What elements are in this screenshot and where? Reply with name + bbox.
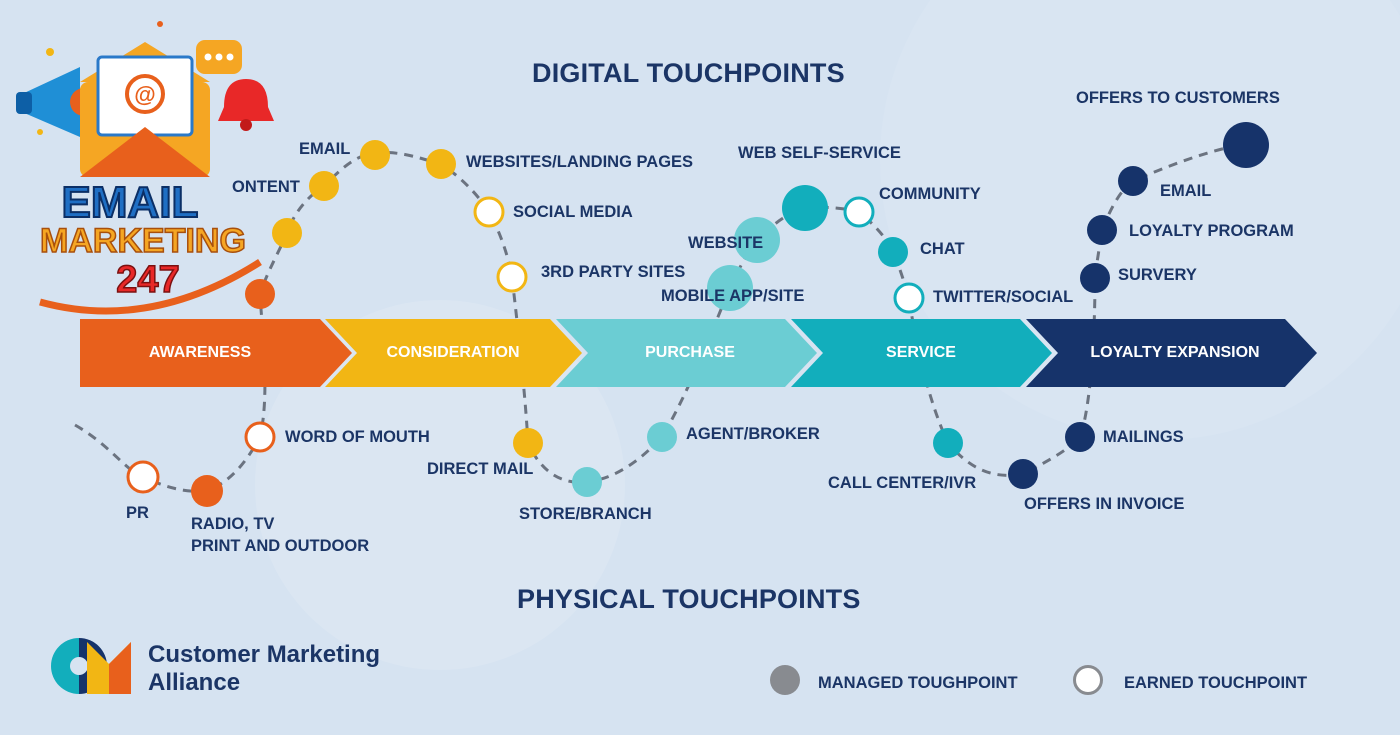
label-loyalty-program: LOYALTY PROGRAM — [1129, 222, 1294, 240]
touchpoint-dot — [878, 237, 908, 267]
touchpoint-dot — [843, 196, 875, 228]
touchpoint-dot — [473, 196, 505, 228]
touchpoint-dot — [1008, 459, 1038, 489]
label-offers-to-customers: OFFERS TO CUSTOMERS — [1076, 89, 1280, 107]
digital-touchpoints-heading: DIGITAL TOUCHPOINTS — [532, 58, 845, 88]
stage-label-loyalty-expansion: LOYALTY EXPANSION — [1090, 344, 1260, 361]
stage-arrow-consideration — [325, 319, 582, 387]
stage-label-purchase: PURCHASE — [645, 344, 735, 361]
label-survery: SURVERY — [1118, 266, 1197, 284]
touchpoint-dot — [572, 467, 602, 497]
label-3rd-party-sites: 3RD PARTY SITES — [541, 263, 686, 281]
touchpoint-dot — [1087, 215, 1117, 245]
label-call-center-ivr: CALL CENTER/IVR — [828, 474, 977, 492]
label-offers-in-invoice: OFFERS IN INVOICE — [1024, 495, 1185, 513]
logo-text-marketing: MARKETING — [40, 222, 246, 260]
label-mailings: MAILINGS — [1103, 428, 1184, 446]
stage-arrow-service — [791, 319, 1052, 387]
envelope-icon: @ — [80, 42, 210, 177]
legend-managed-label: MANAGED TOUGHPOINT — [818, 674, 1018, 692]
touchpoint-dot — [782, 185, 828, 231]
brand-name-line1: Customer Marketing — [148, 641, 381, 668]
label-websites-landing-pages: WEBSITES/LANDING PAGES — [466, 153, 694, 171]
touchpoint-dot — [360, 140, 390, 170]
label-store-branch: STORE/BRANCH — [519, 505, 652, 523]
touchpoint-dot — [126, 460, 160, 494]
label-radio-tv: RADIO, TV — [191, 515, 275, 533]
label-website: WEBSITE — [688, 234, 764, 252]
label-agent-broker: AGENT/BROKER — [686, 425, 820, 443]
logo-text-email: EMAIL — [62, 178, 199, 227]
physical-touchpoints-heading: PHYSICAL TOUCHPOINTS — [517, 584, 861, 614]
label-word-of-mouth: WORD OF MOUTH — [285, 428, 430, 446]
touchpoint-dot — [244, 421, 276, 453]
label-social-media: SOCIAL MEDIA — [513, 203, 633, 221]
touchpoint-dot — [272, 218, 302, 248]
touchpoint-dot — [1223, 122, 1269, 168]
label-content: ONTENT — [232, 178, 300, 196]
svg-text:@: @ — [134, 82, 155, 107]
touchpoint-dot — [309, 171, 339, 201]
touchpoint-dot — [1080, 263, 1110, 293]
touchpoint-dot — [513, 428, 543, 458]
notification-bell-icon — [218, 79, 274, 131]
legend-earned-swatch — [1073, 665, 1103, 695]
label-pr: PR — [126, 504, 149, 522]
legend-earned-label: EARNED TOUCHPOINT — [1124, 674, 1308, 692]
touchpoint-dot — [707, 265, 753, 311]
touchpoint-dot — [496, 261, 528, 293]
touchpoint-dot — [191, 475, 223, 507]
label-mobile-app-site: MOBILE APP/SITE — [661, 287, 805, 305]
label-direct-mail: DIRECT MAIL — [427, 460, 534, 478]
label-email-loyalty: EMAIL — [1160, 182, 1212, 200]
brand-name-line2: Alliance — [148, 669, 241, 696]
label-web-self-service: WEB SELF-SERVICE — [738, 144, 901, 162]
label-print-outdoor: PRINT AND OUTDOOR — [191, 537, 370, 555]
label-community: COMMUNITY — [879, 185, 981, 203]
email-marketing-247-logo: @ EMAIL MARKETING 247 — [16, 21, 274, 315]
touchpoint-dot — [933, 428, 963, 458]
stage-label-awareness: AWARENESS — [148, 344, 252, 361]
legend-managed-swatch — [770, 665, 800, 695]
touchpoint-dot — [1118, 166, 1148, 196]
label-email-consideration: EMAIL — [299, 140, 351, 158]
chat-bubble-icon — [196, 40, 242, 74]
touchpoint-dot — [426, 149, 456, 179]
touchpoint-dot — [647, 422, 677, 452]
stage-label-consideration: CONSIDERATION — [386, 344, 520, 361]
touchpoint-dot — [734, 217, 780, 263]
touchpoint-dot — [1065, 422, 1095, 452]
label-twitter-social: TWITTER/SOCIAL — [933, 288, 1074, 306]
stage-label-service: SERVICE — [886, 344, 956, 361]
stage-arrow-awareness — [80, 319, 352, 387]
stage-arrow-loyalty-expansion — [1026, 319, 1317, 387]
touchpoint-dot — [245, 279, 275, 309]
stage-arrow-purchase — [556, 319, 817, 387]
touchpoint-dot — [893, 282, 925, 314]
logo-text-247: 247 — [116, 259, 179, 301]
customer-marketing-alliance-logo — [51, 638, 131, 694]
label-chat: CHAT — [920, 240, 965, 258]
